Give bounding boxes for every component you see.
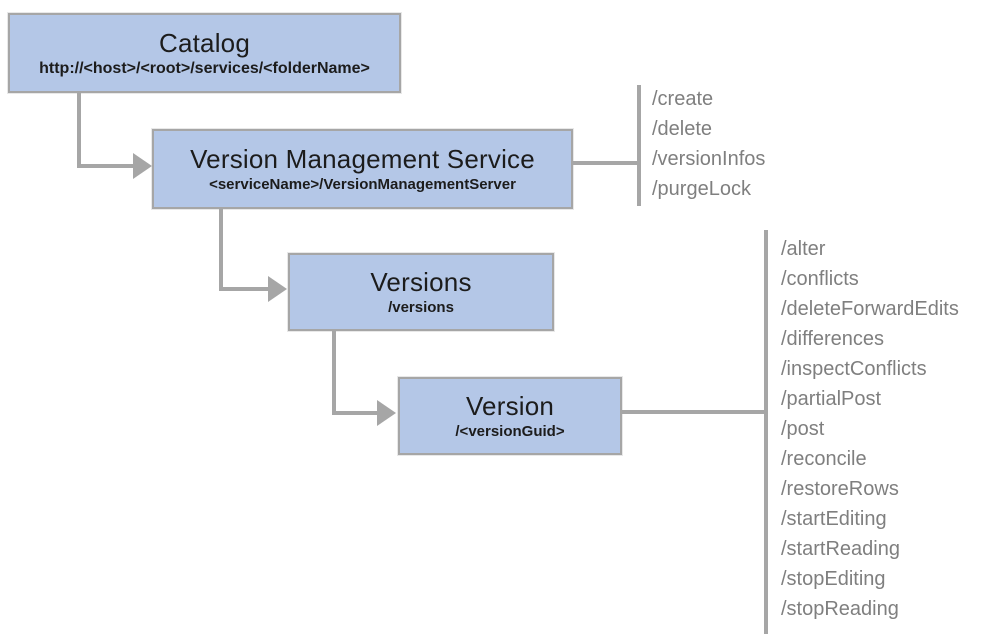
- catalog-title: Catalog: [158, 27, 251, 58]
- version-management-service-title: Version Management Service: [190, 143, 535, 174]
- arrow-right-icon: [133, 153, 152, 179]
- operation-item: /stopReading: [781, 598, 899, 620]
- versions-path: /versions: [388, 298, 454, 316]
- arrow-right-icon: [268, 276, 287, 302]
- connector-vms-versions-horizontal: [219, 287, 269, 291]
- operation-item: /versionInfos: [652, 148, 766, 170]
- version-management-service-node: Version Management Service <serviceName>…: [152, 129, 573, 209]
- versions-node: Versions /versions: [288, 253, 554, 331]
- operation-item: /reconcile: [781, 448, 867, 470]
- version-path: /<versionGuid>: [455, 422, 565, 440]
- vms-operations-list: /create/delete/versionInfos/purgeLock: [652, 84, 872, 204]
- version-operations-list: /alter/conflicts/deleteForwardEdits/diff…: [781, 234, 995, 624]
- operation-item: /partialPost: [781, 388, 882, 410]
- operation-item: /startEditing: [781, 508, 887, 530]
- version-operations-bracket: [764, 230, 768, 634]
- connector-versions-version-vertical: [332, 331, 336, 415]
- operation-item: /purgeLock: [652, 178, 751, 200]
- operation-item: /post: [781, 418, 825, 440]
- version-node: Version /<versionGuid>: [398, 377, 622, 455]
- arrow-right-icon: [377, 400, 396, 426]
- version-title: Version: [465, 390, 555, 421]
- operation-item: /delete: [652, 118, 713, 140]
- versions-title: Versions: [370, 266, 472, 297]
- operation-item: /differences: [781, 328, 885, 350]
- catalog-node: Catalog http://<host>/<root>/services/<f…: [8, 13, 401, 93]
- operation-item: /conflicts: [781, 268, 859, 290]
- connector-versions-version-horizontal: [332, 411, 378, 415]
- operation-item: /create: [652, 88, 714, 110]
- operation-item: /alter: [781, 238, 826, 260]
- connector-catalog-vms-vertical: [77, 93, 81, 168]
- operation-item: /inspectConflicts: [781, 358, 927, 380]
- operation-item: /restoreRows: [781, 478, 899, 500]
- operation-item: /stopEditing: [781, 568, 886, 590]
- operation-item: /startReading: [781, 538, 900, 560]
- connector-vms-versions-vertical: [219, 209, 223, 291]
- version-management-service-path: <serviceName>/VersionManagementServer: [209, 175, 516, 193]
- connector-catalog-vms-horizontal: [77, 164, 135, 168]
- operation-item: /deleteForwardEdits: [781, 298, 959, 320]
- vms-operations-bracket: [637, 85, 641, 206]
- connector-vms-operations: [573, 161, 638, 165]
- connector-version-operations: [621, 410, 766, 414]
- catalog-url: http://<host>/<root>/services/<folderNam…: [39, 59, 370, 77]
